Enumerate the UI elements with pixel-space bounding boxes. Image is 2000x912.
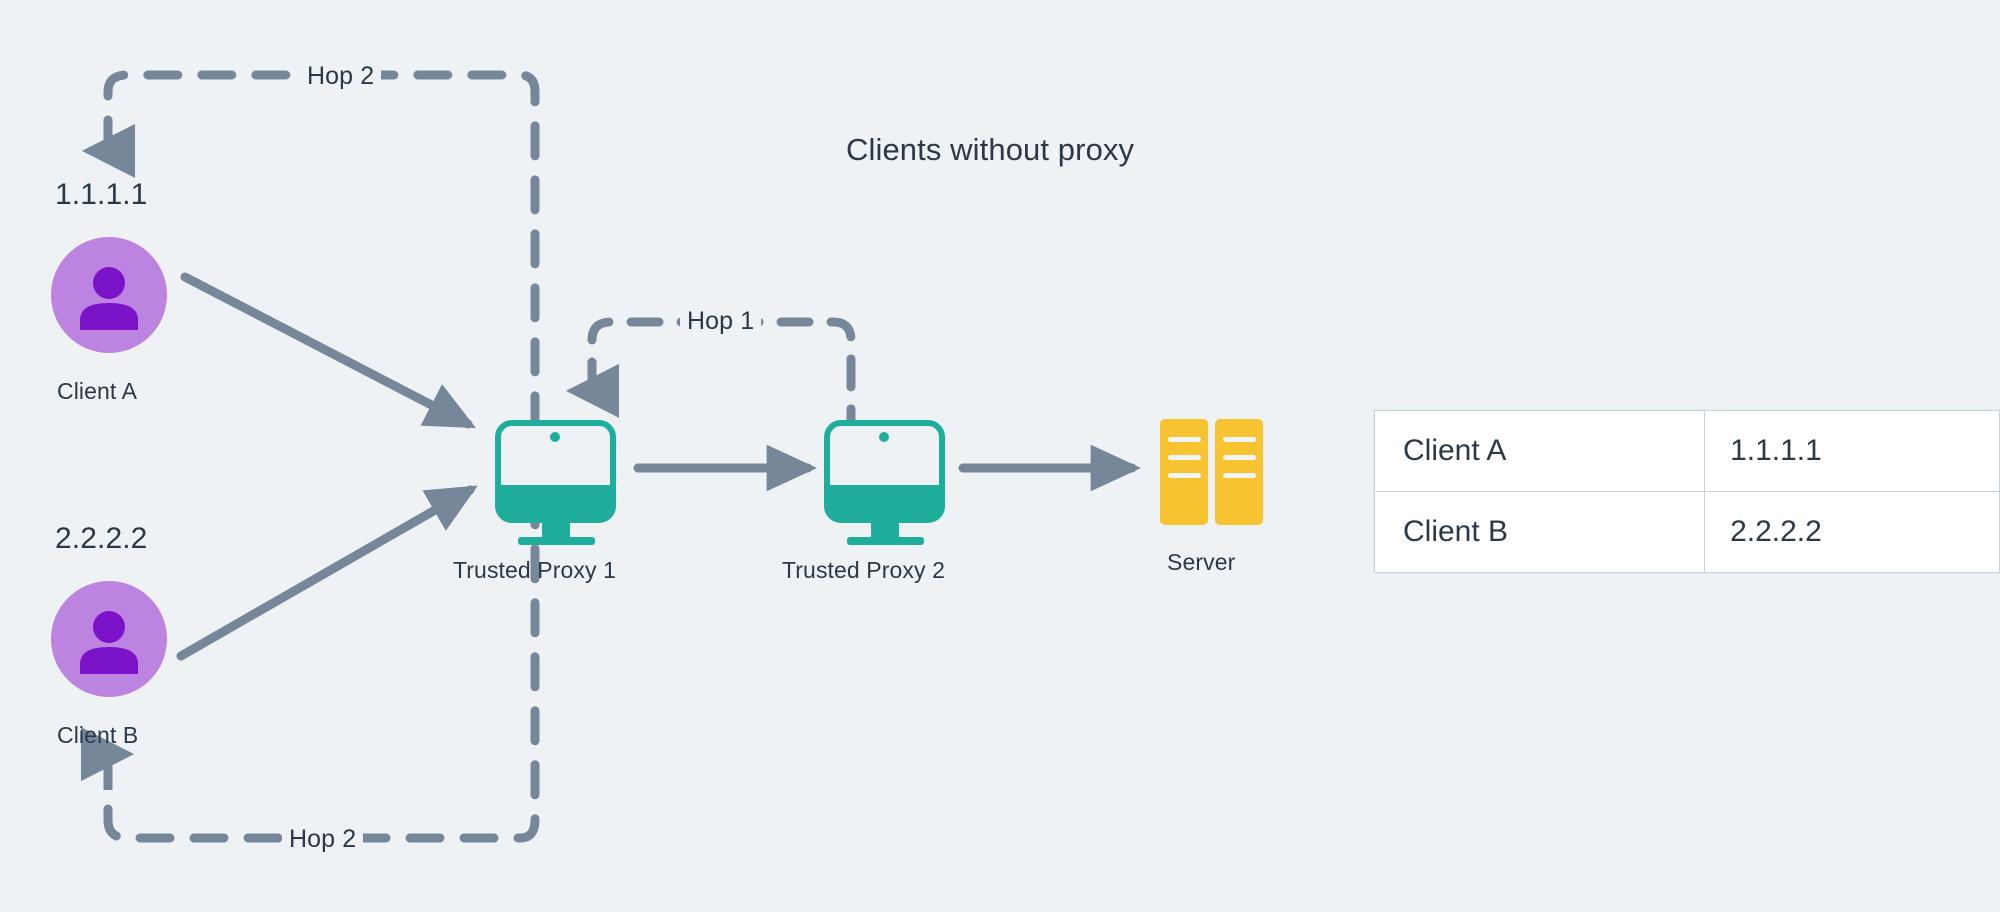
server-rack-icon[interactable] [1160, 419, 1263, 525]
hop1-path [565, 317, 856, 430]
person-avatar-icon-client-a[interactable] [51, 237, 167, 353]
table-cell-client: Client B [1373, 491, 1706, 573]
hop-label-bottom: Hop 2 [282, 825, 364, 854]
page-title: Clients without proxy [846, 132, 1135, 167]
node-label-proxy-1: Trusted Proxy 1 [453, 557, 616, 583]
node-label-client-a: Client A [57, 378, 138, 404]
hop2-top-path [81, 70, 540, 437]
ip-label-client-b: 2.2.2.2 [55, 522, 148, 555]
table-cell-client: Client A [1373, 410, 1706, 492]
node-label-client-b: Client B [57, 722, 139, 748]
table-cell-ip: 2.2.2.2 [1704, 491, 2000, 573]
node-label-server: Server [1167, 549, 1236, 575]
client-ip-table: Client A 1.1.1.1 Client B 2.2.2.2 [1373, 410, 2000, 573]
hop-label-middle: Hop 1 [680, 307, 762, 336]
arrow-client-a-to-proxy-1 [180, 272, 476, 429]
hop-label-top: Hop 2 [300, 62, 382, 91]
node-label-proxy-2: Trusted Proxy 2 [782, 557, 945, 583]
arrow-client-b-to-proxy-1 [176, 485, 478, 661]
monitor-icon-proxy-2[interactable] [824, 420, 945, 545]
monitor-icon-proxy-1[interactable] [495, 420, 616, 545]
client-ip-table-body: Client A 1.1.1.1 Client B 2.2.2.2 [1373, 410, 2000, 573]
table-cell-ip: 1.1.1.1 [1704, 410, 2000, 492]
person-avatar-icon-client-b[interactable] [51, 581, 167, 697]
table-row: Client A 1.1.1.1 [1373, 410, 2000, 492]
table-row: Client B 2.2.2.2 [1373, 491, 2000, 573]
ip-label-client-a: 1.1.1.1 [55, 178, 148, 211]
